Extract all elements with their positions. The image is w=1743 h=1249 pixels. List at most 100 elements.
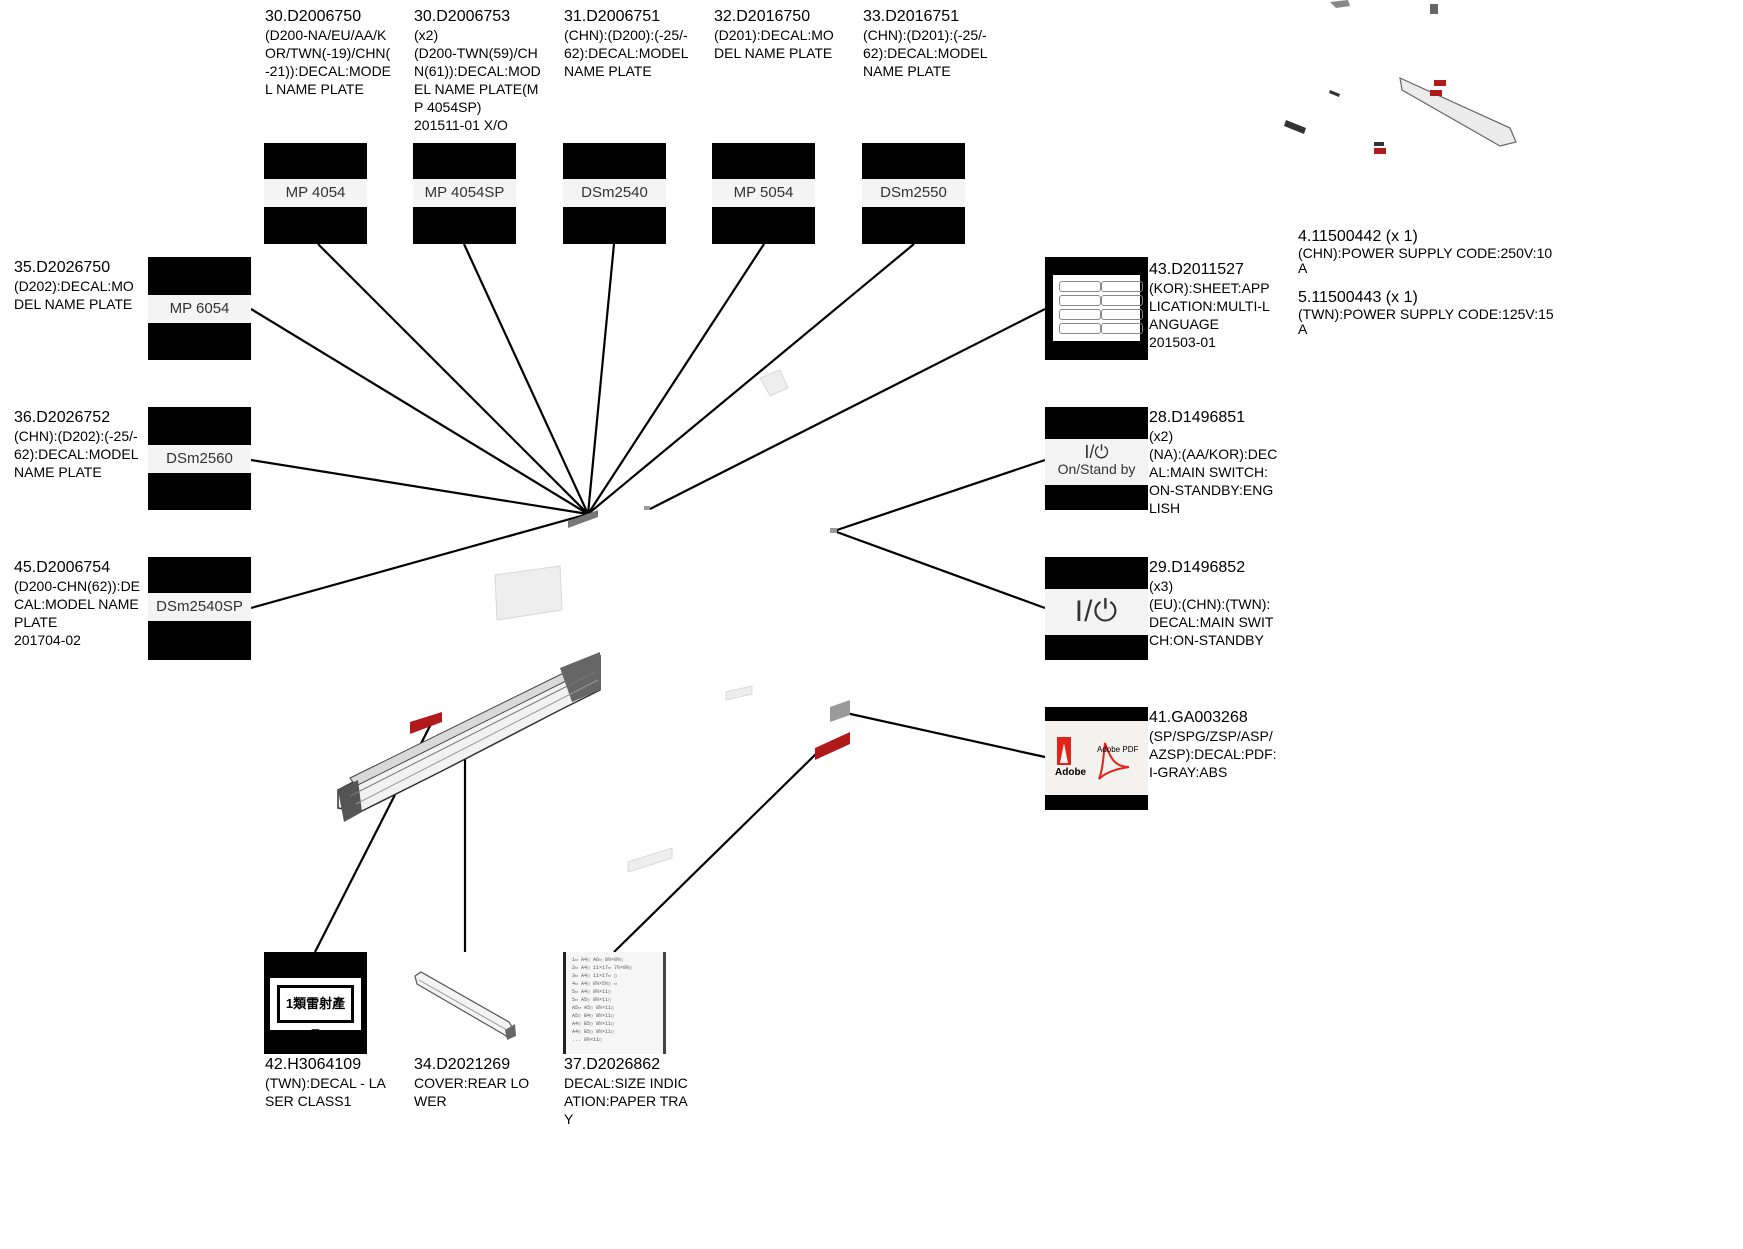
leader-line-45 [250, 512, 589, 610]
ghost-part-4 [627, 847, 673, 873]
thumb-name-plate-35: MP 6054 [148, 257, 251, 360]
part-label-37: 37.D2026862 DECAL:SIZE INDIC ATION:PAPER… [564, 1056, 704, 1128]
leader-line-35 [250, 308, 589, 515]
part-number: 37.D2026862 [564, 1056, 661, 1073]
name-plate-text: MP 4054SP [413, 179, 516, 207]
size-row: 3▭ A4▯ 11×17▭ ▢ [572, 973, 618, 979]
switch-symbol: I/⏻ [1074, 595, 1119, 628]
part-number: 35.D2026750 [14, 259, 111, 276]
part-description: (D202):DECAL:MO DEL NAME PLATE [14, 278, 134, 312]
part-description: (CHN):(D200):(-25/- 62):DECAL:MODEL NAME… [564, 27, 689, 79]
size-row: 4▭ A4▯ 8½×5½▯ ▭ [572, 981, 618, 987]
size-row: 2▭ A4▯ 11×17▭ 7½×8½▯ [572, 965, 633, 971]
part-description: (TWN):POWER SUPPLY CODE:125V:15 A [1298, 306, 1554, 337]
part-label-31: 31.D2006751 (CHN):(D200):(-25/- 62):DECA… [564, 8, 704, 80]
part-description: (SP/SPG/ZSP/ASP/ AZSP):DECAL:PDF: I-GRAY… [1149, 728, 1277, 780]
laser-decal-text: 1類雷射產品 [277, 985, 354, 1043]
thumb-rear-lower-cover [413, 952, 516, 1054]
part-label-4: 4.11500442 (x 1) (CHN):POWER SUPPLY CODE… [1298, 228, 1578, 276]
thumb-name-plate-30a: MP 4054 [264, 143, 367, 244]
part-description: (CHN):(D201):(-25/- 62):DECAL:MODEL NAME… [863, 27, 988, 79]
thumb-adobe-pdf-decal: Adobe Adobe PDF [1045, 707, 1148, 810]
thumb-name-plate-33: DSm2550 [862, 143, 965, 244]
name-plate-text: MP 5054 [712, 179, 815, 207]
part-description: (x2) (NA):(AA/KOR):DEC AL:MAIN SWITCH: O… [1149, 428, 1278, 516]
thumb-name-plate-32: MP 5054 [712, 143, 815, 244]
part-label-41: 41.GA003268 (SP/SPG/ZSP/ASP/ AZSP):DECAL… [1149, 709, 1289, 781]
target-decal-sheet [644, 506, 650, 510]
name-plate-text: DSm2550 [862, 179, 965, 207]
name-plate-text: MP 4054 [264, 179, 367, 207]
part-number: 30.D2006750 [265, 8, 362, 25]
part-number: 31.D2006751 [564, 8, 661, 25]
target-decal-plate [568, 510, 598, 528]
leader-line-37 [613, 749, 821, 953]
name-plate-text: DSm2560 [148, 445, 251, 473]
thumb-name-plate-45: DSm2540SP [148, 557, 251, 660]
thumb-main-switch-symbol: I/⏻ [1045, 557, 1148, 660]
ghost-part-2 [494, 565, 563, 621]
leader-line-43 [649, 308, 1046, 510]
part-label-42: 42.H3064109 (TWN):DECAL - LA SER CLASS1 [265, 1056, 405, 1110]
part-number: 5.11500443 (x 1) [1298, 289, 1418, 306]
size-row: A5▭ A5▯ 8½×11▯ [572, 1005, 615, 1011]
adobe-logo-icon [1057, 737, 1130, 780]
leader-line-29 [833, 529, 1046, 610]
part-description: (CHN):(D202):(-25/- 62):DECAL:MODEL NAME… [14, 428, 139, 480]
part-number: 41.GA003268 [1149, 709, 1248, 726]
part-label-30a: 30.D2006750 (D200-NA/EU/AA/K OR/TWN(-19)… [265, 8, 405, 98]
switch-text: On/Stand by [1057, 461, 1136, 477]
target-decal-pdf [830, 700, 850, 722]
part-number: 28.D1496851 [1149, 409, 1246, 426]
rear-cover-drawing [414, 971, 516, 1040]
part-label-28: 28.D1496851 (x2) (NA):(AA/KOR):DEC AL:MA… [1149, 409, 1289, 517]
leader-line-30b [463, 243, 589, 515]
leader-line-30a [317, 243, 589, 515]
part-label-45: 45.D2006754 (D200-CHN(62)):DE CAL:MODEL … [14, 559, 148, 649]
ghost-part-3 [725, 685, 753, 701]
adobe-pdf-word: Adobe PDF [1097, 745, 1139, 754]
part-label-30b: 30.D2006753 (x2) (D200-TWN(59)/CH N(61))… [414, 8, 554, 134]
thumb-name-plate-36: DSm2560 [148, 407, 251, 510]
name-plate-text: DSm2540SP [148, 593, 251, 621]
thumb-name-plate-30b: MP 4054SP [413, 143, 516, 244]
thumb-main-switch-english: I/⏻ On/Stand by [1045, 407, 1148, 510]
ghost-part-1 [759, 369, 789, 397]
part-number: 29.D1496852 [1149, 559, 1246, 576]
part-description: (KOR):SHEET:APP LICATION:MULTI-L ANGUAGE… [1149, 280, 1270, 350]
part-description: DECAL:SIZE INDIC ATION:PAPER TRA Y [564, 1075, 688, 1127]
switch-decal: I/⏻ On/Stand by [1045, 439, 1148, 485]
laser-decal: 1類雷射產品 [270, 978, 361, 1043]
target-decal-switch [830, 528, 837, 533]
size-table: 1▭ A4▯ A6▭ 8½×8½▯ 2▭ A4▯ 11×17▭ 7½×8½▯ 3… [563, 952, 666, 1054]
part-label-5: 5.11500443 (x 1) (TWN):POWER SUPPLY CODE… [1298, 289, 1578, 337]
leader-line-31 [586, 243, 616, 515]
power-cord-parts [1284, 0, 1517, 154]
size-row: 5▭ A5▯ 8½×11▯ [572, 997, 612, 1003]
part-number: 34.D2021269 [414, 1056, 511, 1073]
thumb-laser-class-decal: 1類雷射產品 [264, 952, 367, 1054]
part-description: (D200-NA/EU/AA/K OR/TWN(-19)/CHN( -21)):… [265, 27, 392, 97]
adobe-decal: Adobe Adobe PDF [1045, 721, 1148, 795]
part-number: 42.H3064109 [265, 1056, 362, 1073]
size-row: A4▯ B5▯ 8½×11▯ [572, 1029, 615, 1035]
part-number: 45.D2006754 [14, 559, 111, 576]
switch-symbol: I/⏻ [1084, 442, 1109, 462]
size-row: A4▯ B5▯ 8½×11▯ [572, 1021, 615, 1027]
part-description: (x3) (EU):(CHN):(TWN): DECAL:MAIN SWIT C… [1149, 578, 1274, 648]
part-description: (CHN):POWER SUPPLY CODE:250V:10 A [1298, 245, 1553, 276]
part-number: 30.D2006753 [414, 8, 511, 25]
red-laser-decal-target [410, 712, 442, 734]
part-description: COVER:REAR LO WER [414, 1075, 530, 1109]
size-row: 1▭ A4▯ A6▭ 8½×8½▯ [572, 957, 624, 963]
target-decal-size-red [815, 732, 850, 760]
leader-line-36 [250, 458, 589, 516]
leader-line-41 [845, 711, 1046, 759]
part-label-33: 33.D2016751 (CHN):(D201):(-25/- 62):DECA… [863, 8, 1003, 80]
size-row: 5▭ A4▯ 8½×11▯ [572, 989, 612, 995]
part-label-29: 29.D1496852 (x3) (EU):(CHN):(TWN): DECAL… [1149, 559, 1289, 649]
thumb-size-indication-decal: 1▭ A4▯ A6▭ 8½×8½▯ 2▭ A4▯ 11×17▭ 7½×8½▯ 3… [563, 952, 666, 1054]
thumb-name-plate-31: DSm2540 [563, 143, 666, 244]
